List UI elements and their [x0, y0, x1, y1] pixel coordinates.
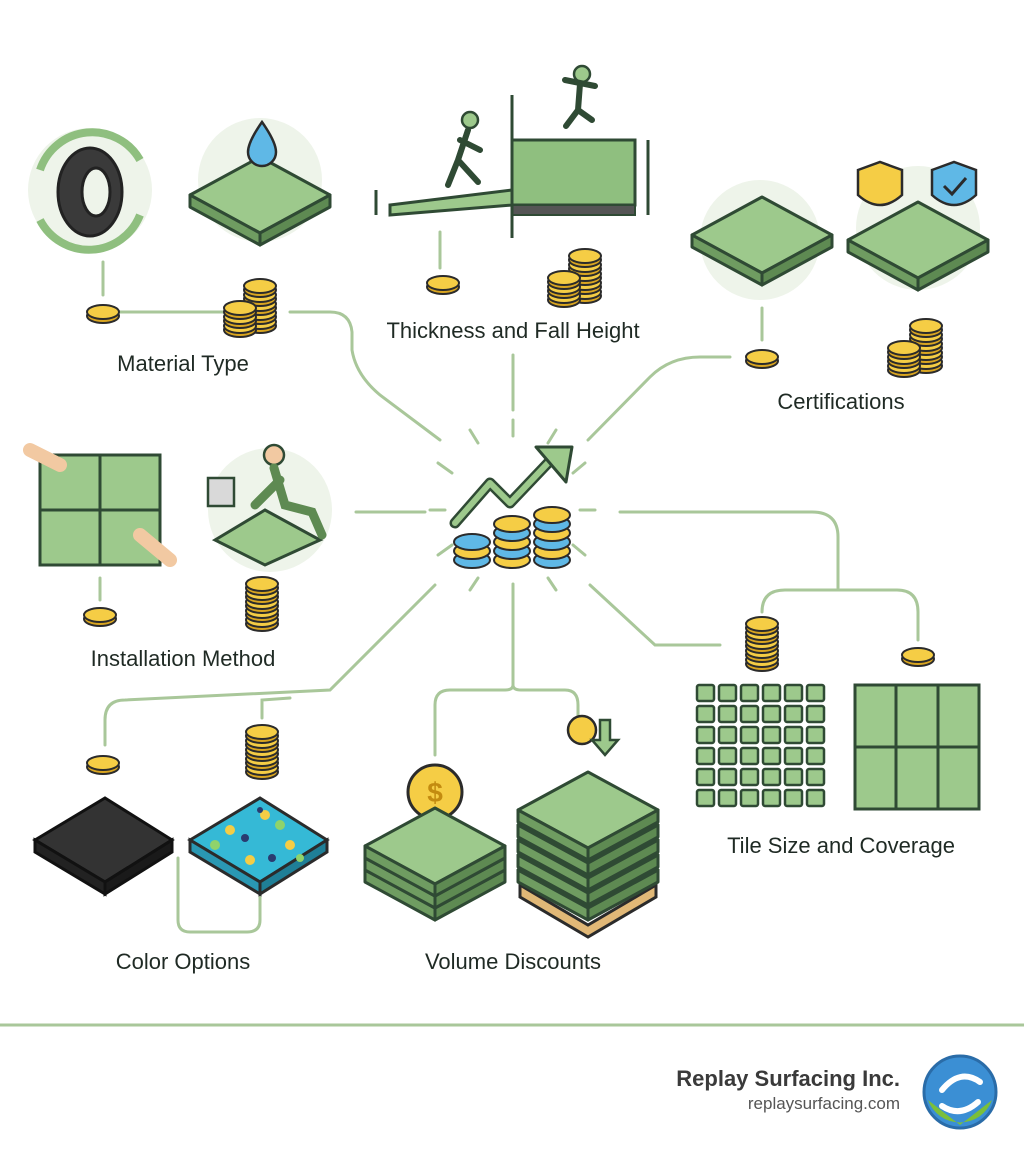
pallet-stack-icon — [516, 770, 660, 939]
small-tile — [695, 767, 716, 787]
svg-text:$: $ — [427, 777, 443, 808]
small-tile — [695, 683, 716, 703]
small-tiles-icon — [695, 683, 826, 808]
small-tile — [739, 788, 760, 808]
replay-logo-icon — [922, 1054, 998, 1130]
water-drop-tile-icon — [188, 118, 332, 247]
color-options-label: Color Options — [115, 949, 251, 974]
small-tile — [783, 725, 804, 745]
recycle-tire-icon — [28, 128, 152, 254]
coin-stack — [86, 725, 278, 779]
small-tile — [739, 725, 760, 745]
large-tiles-icon — [853, 683, 981, 811]
cost-growth-icon — [428, 418, 597, 600]
small-tile — [717, 788, 738, 808]
tile-size-label: Tile Size and Coverage — [727, 833, 955, 858]
brand-url: replaysurfacing.com — [747, 1094, 900, 1113]
small-tile — [805, 725, 826, 745]
coin-stack — [83, 577, 278, 631]
small-tile — [739, 704, 760, 724]
small-tile — [717, 704, 738, 724]
small-tile — [739, 683, 760, 703]
small-tile — [695, 746, 716, 766]
speckled-tile-icon — [187, 796, 330, 897]
connector-lines — [98, 230, 920, 934]
certifications-label: Certifications — [777, 389, 905, 414]
small-tile — [695, 704, 716, 724]
volume-discounts-label: Volume Discounts — [424, 949, 602, 974]
small-tile — [805, 788, 826, 808]
coin-stack — [86, 279, 276, 337]
small-tile — [805, 704, 826, 724]
tile-stack-icon — [363, 806, 507, 922]
small-tile — [761, 788, 782, 808]
small-tile — [761, 683, 782, 703]
material-type-label: Material Type — [117, 351, 249, 376]
small-tile — [717, 746, 738, 766]
small-tile — [783, 767, 804, 787]
small-tile — [783, 683, 804, 703]
small-tile — [805, 767, 826, 787]
black-tile-icon — [32, 796, 175, 897]
small-tile — [717, 683, 738, 703]
small-tile — [739, 767, 760, 787]
brand-block: Replay Surfacing Inc. replaysurfacing.co… — [676, 1066, 900, 1114]
small-tile — [739, 746, 760, 766]
small-tile — [805, 683, 826, 703]
small-tile — [761, 746, 782, 766]
small-tile — [695, 788, 716, 808]
small-tile — [783, 704, 804, 724]
fall-height-icon — [374, 64, 650, 238]
small-tile — [783, 746, 804, 766]
coin-stack — [746, 617, 935, 671]
small-tile — [761, 704, 782, 724]
installer-icon — [206, 443, 332, 572]
brand-name: Replay Surfacing Inc. — [676, 1066, 900, 1091]
small-tile — [761, 767, 782, 787]
dollar-coin-icon: $ — [406, 714, 621, 821]
coin-stack — [426, 249, 601, 307]
thickness-label: Thickness and Fall Height — [386, 318, 640, 343]
small-tile — [783, 788, 804, 808]
small-tile — [695, 725, 716, 745]
installation-label: Installation Method — [90, 646, 276, 671]
coin-stack — [745, 319, 942, 377]
puzzle-tile-icon — [23, 443, 177, 567]
certification-badge-icon — [690, 160, 990, 300]
small-tile — [717, 767, 738, 787]
small-tile — [761, 725, 782, 745]
small-tile — [805, 746, 826, 766]
small-tile — [717, 725, 738, 745]
